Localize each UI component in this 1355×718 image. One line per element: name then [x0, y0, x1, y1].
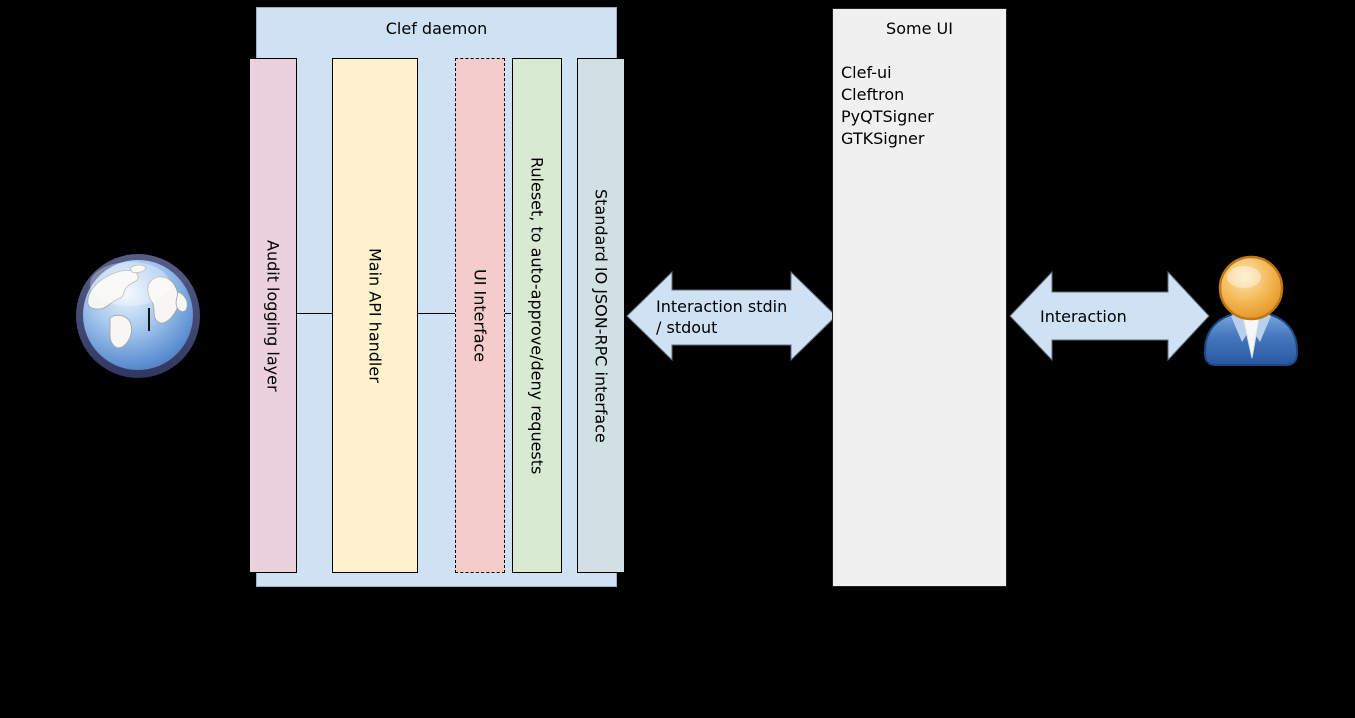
list-item: Cleftron: [841, 85, 905, 104]
bar-label: UI Interface: [470, 268, 490, 363]
arrow-label-stdin-stdout: Interaction stdin / stdout: [656, 296, 787, 338]
connector-stub: [148, 308, 150, 331]
bar-ui-interface: UI Interface: [455, 58, 505, 573]
clef-daemon-title: Clef daemon: [385, 19, 488, 38]
some-ui-title: Some UI: [886, 19, 953, 38]
some-ui-box: [832, 8, 1007, 587]
bar-audit-logging: Audit logging layer: [249, 58, 297, 573]
bar-label: Main API handler: [365, 248, 385, 383]
connector-line-segment: [297, 313, 332, 314]
bar-label: Audit logging layer: [263, 239, 283, 392]
list-item: GTKSigner: [841, 129, 925, 148]
bar-ruleset: Ruleset, to auto-approve/deny requests: [512, 58, 562, 573]
bar-label: Ruleset, to auto-approve/deny requests: [527, 156, 547, 475]
list-item: PyQTSigner: [841, 107, 934, 126]
arrow-label-interaction: Interaction: [1040, 307, 1127, 326]
arrow-label-line2: / stdout: [656, 318, 718, 337]
globe-icon: [76, 254, 200, 378]
arrow-label-line1: Interaction stdin: [656, 297, 788, 316]
some-ui-list: Clef-ui Cleftron PyQTSigner GTKSigner: [841, 62, 934, 150]
bar-label: Standard IO JSON-RPC interface: [591, 188, 611, 443]
clef-daemon-box: [256, 7, 617, 587]
list-item: Clef-ui: [841, 63, 892, 82]
person-icon: [1204, 255, 1298, 366]
bar-main-api-handler: Main API handler: [332, 58, 418, 573]
bar-stdio-jsonrpc: Standard IO JSON-RPC interface: [577, 58, 625, 573]
double-arrow-ui-user-icon: [1009, 271, 1210, 361]
